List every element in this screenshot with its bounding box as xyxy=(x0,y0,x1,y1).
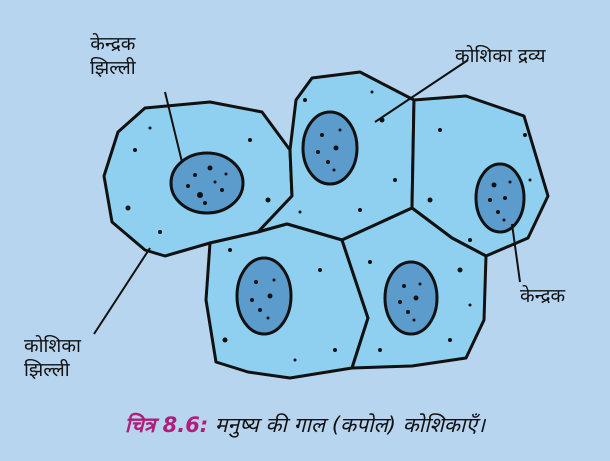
nucleus xyxy=(476,164,524,232)
label-cell-membrane-line2: झिल्ली xyxy=(24,358,81,382)
label-cell-membrane-line1: कोशिका xyxy=(24,334,81,358)
figure-caption-text: मनुष्य की गाल (कपोल) कोशिकाएँ। xyxy=(215,413,485,437)
figure-caption: चित्र 8.6: मनुष्य की गाल (कपोल) कोशिकाएँ… xyxy=(0,411,610,439)
label-nuclear-membrane-line1: केन्द्रक xyxy=(90,32,136,56)
label-nuclear-membrane-line2: झिल्ली xyxy=(90,56,136,80)
leader-cell-membrane xyxy=(94,248,150,334)
nucleus xyxy=(303,112,357,184)
label-nuclear-membrane: केन्द्रक झिल्ली xyxy=(90,32,136,80)
nucleus xyxy=(385,262,437,334)
nucleus xyxy=(237,258,291,334)
label-cell-membrane: कोशिका झिल्ली xyxy=(24,334,81,382)
label-nucleus: केन्द्रक xyxy=(520,284,565,308)
figure-number: चित्र 8.6: xyxy=(125,413,208,437)
label-cytoplasm: कोशिका द्रव्य xyxy=(455,44,546,68)
